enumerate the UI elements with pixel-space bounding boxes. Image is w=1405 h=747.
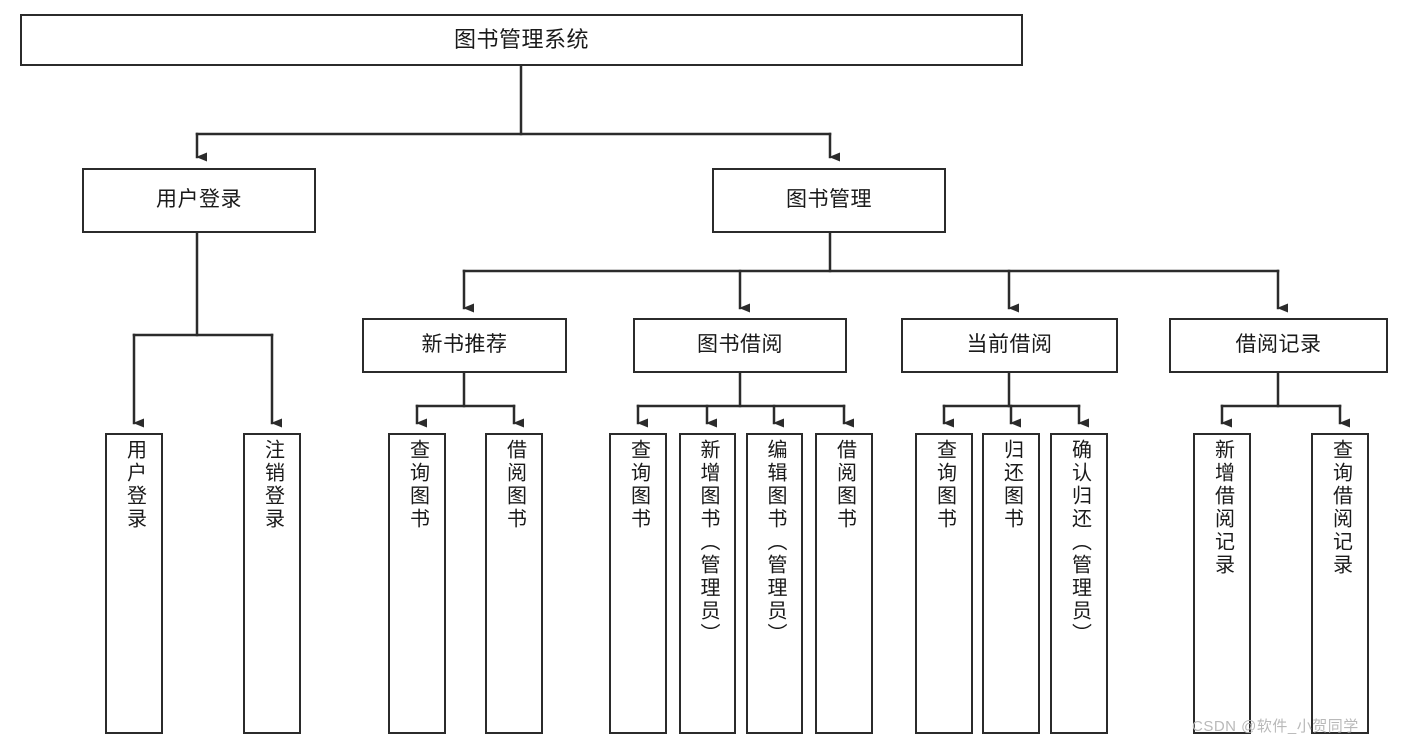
node-book-manage[interactable]: 图书管理 [712,168,946,233]
node-root-label: 图书管理系统 [453,27,589,53]
node-leaf-query-book-3-label: 查询图书 [933,439,956,531]
node-leaf-return-book-label: 归还图书 [1000,439,1023,531]
node-new-book-rec-label: 新书推荐 [421,333,508,357]
node-user-login-label: 用户登录 [156,188,242,212]
node-user-login[interactable]: 用户登录 [82,168,316,233]
node-book-borrow[interactable]: 图书借阅 [633,318,847,373]
node-leaf-query-record[interactable]: 查询借阅记录 [1311,433,1369,734]
node-leaf-user-login[interactable]: 用户登录 [105,433,163,734]
node-book-manage-label: 图书管理 [786,188,872,212]
node-leaf-add-record[interactable]: 新增借阅记录 [1193,433,1251,734]
node-leaf-edit-book[interactable]: 编辑图书（管理员） [746,433,803,734]
node-leaf-query-book-3[interactable]: 查询图书 [915,433,973,734]
node-leaf-query-book-1-label: 查询图书 [406,439,429,531]
node-borrow-record-label: 借阅记录 [1235,333,1322,357]
node-leaf-borrow-book-2[interactable]: 借阅图书 [815,433,873,734]
node-leaf-user-login-label: 用户登录 [123,439,146,531]
node-leaf-add-record-label: 新增借阅记录 [1211,439,1234,577]
node-new-book-rec[interactable]: 新书推荐 [362,318,567,373]
node-leaf-edit-book-label: 编辑图书（管理员） [764,439,786,646]
node-current-borrow-label: 当前借阅 [966,333,1053,357]
node-root[interactable]: 图书管理系统 [20,14,1023,66]
node-leaf-logout-login-label: 注销登录 [261,439,284,531]
node-leaf-logout-login[interactable]: 注销登录 [243,433,301,734]
node-leaf-confirm-return-label: 确认归还（管理员） [1068,439,1091,646]
watermark-text: CSDN @软件_小贺同学 [1192,718,1359,735]
node-leaf-return-book[interactable]: 归还图书 [982,433,1040,734]
node-leaf-borrow-book-2-label: 借阅图书 [833,439,856,531]
node-current-borrow[interactable]: 当前借阅 [901,318,1118,373]
node-book-borrow-label: 图书借阅 [697,333,783,357]
node-leaf-query-record-label: 查询借阅记录 [1329,439,1352,577]
node-borrow-record[interactable]: 借阅记录 [1169,318,1388,373]
node-leaf-confirm-return[interactable]: 确认归还（管理员） [1050,433,1108,734]
node-leaf-query-book-2-label: 查询图书 [627,439,650,531]
node-leaf-query-book-1[interactable]: 查询图书 [388,433,446,734]
node-leaf-borrow-book-1[interactable]: 借阅图书 [485,433,543,734]
node-leaf-add-book[interactable]: 新增图书（管理员） [679,433,736,734]
node-leaf-query-book-2[interactable]: 查询图书 [609,433,667,734]
node-leaf-add-book-label: 新增图书（管理员） [697,439,719,646]
node-leaf-borrow-book-1-label: 借阅图书 [503,439,526,531]
